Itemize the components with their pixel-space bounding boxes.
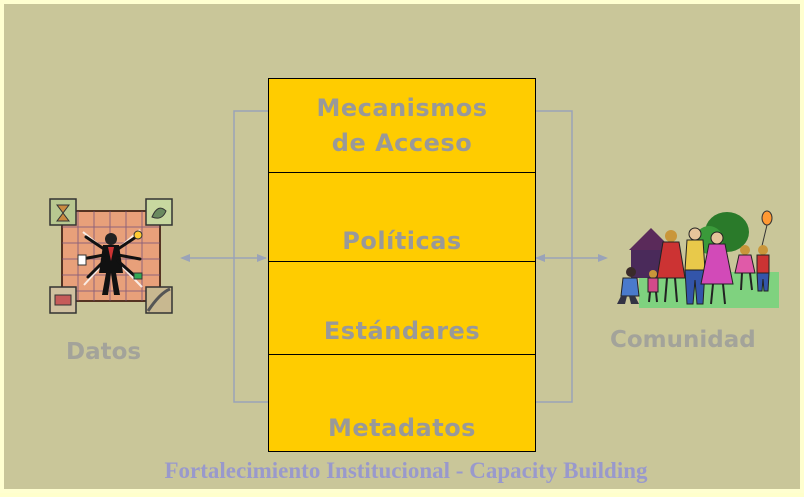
layer-politicas: Políticas (269, 173, 535, 262)
right-arrowhead-inner (535, 254, 545, 262)
datos-label: Datos (66, 339, 142, 365)
right-arrowhead-outer (598, 254, 608, 262)
comunidad-label: Comunidad (610, 327, 756, 353)
layer-label: Metadatos (328, 414, 476, 442)
footer-title: Fortalecimiento Institucional - Capacity… (164, 458, 648, 483)
layer-label: Estándares (323, 317, 481, 345)
connector-lines (180, 110, 608, 403)
family-community-icon (617, 210, 779, 308)
layer-label: Políticas (342, 226, 462, 255)
layer-label: Mecanismos de Acceso (316, 93, 488, 157)
left-bracket-line (233, 110, 268, 403)
left-arrowhead-outer (180, 254, 190, 262)
businessman-many-hands-icon (49, 198, 173, 314)
layer-mecanismos-de-acceso: Mecanismos de Acceso (269, 79, 535, 173)
right-bracket-line (534, 110, 573, 403)
layer-metadatos: Metadatos (269, 356, 535, 451)
layer-estandares: Estándares (269, 263, 535, 355)
left-arrowhead-inner (257, 254, 267, 262)
layer-stack: Mecanismos de Acceso Políticas Estándare… (268, 78, 536, 452)
